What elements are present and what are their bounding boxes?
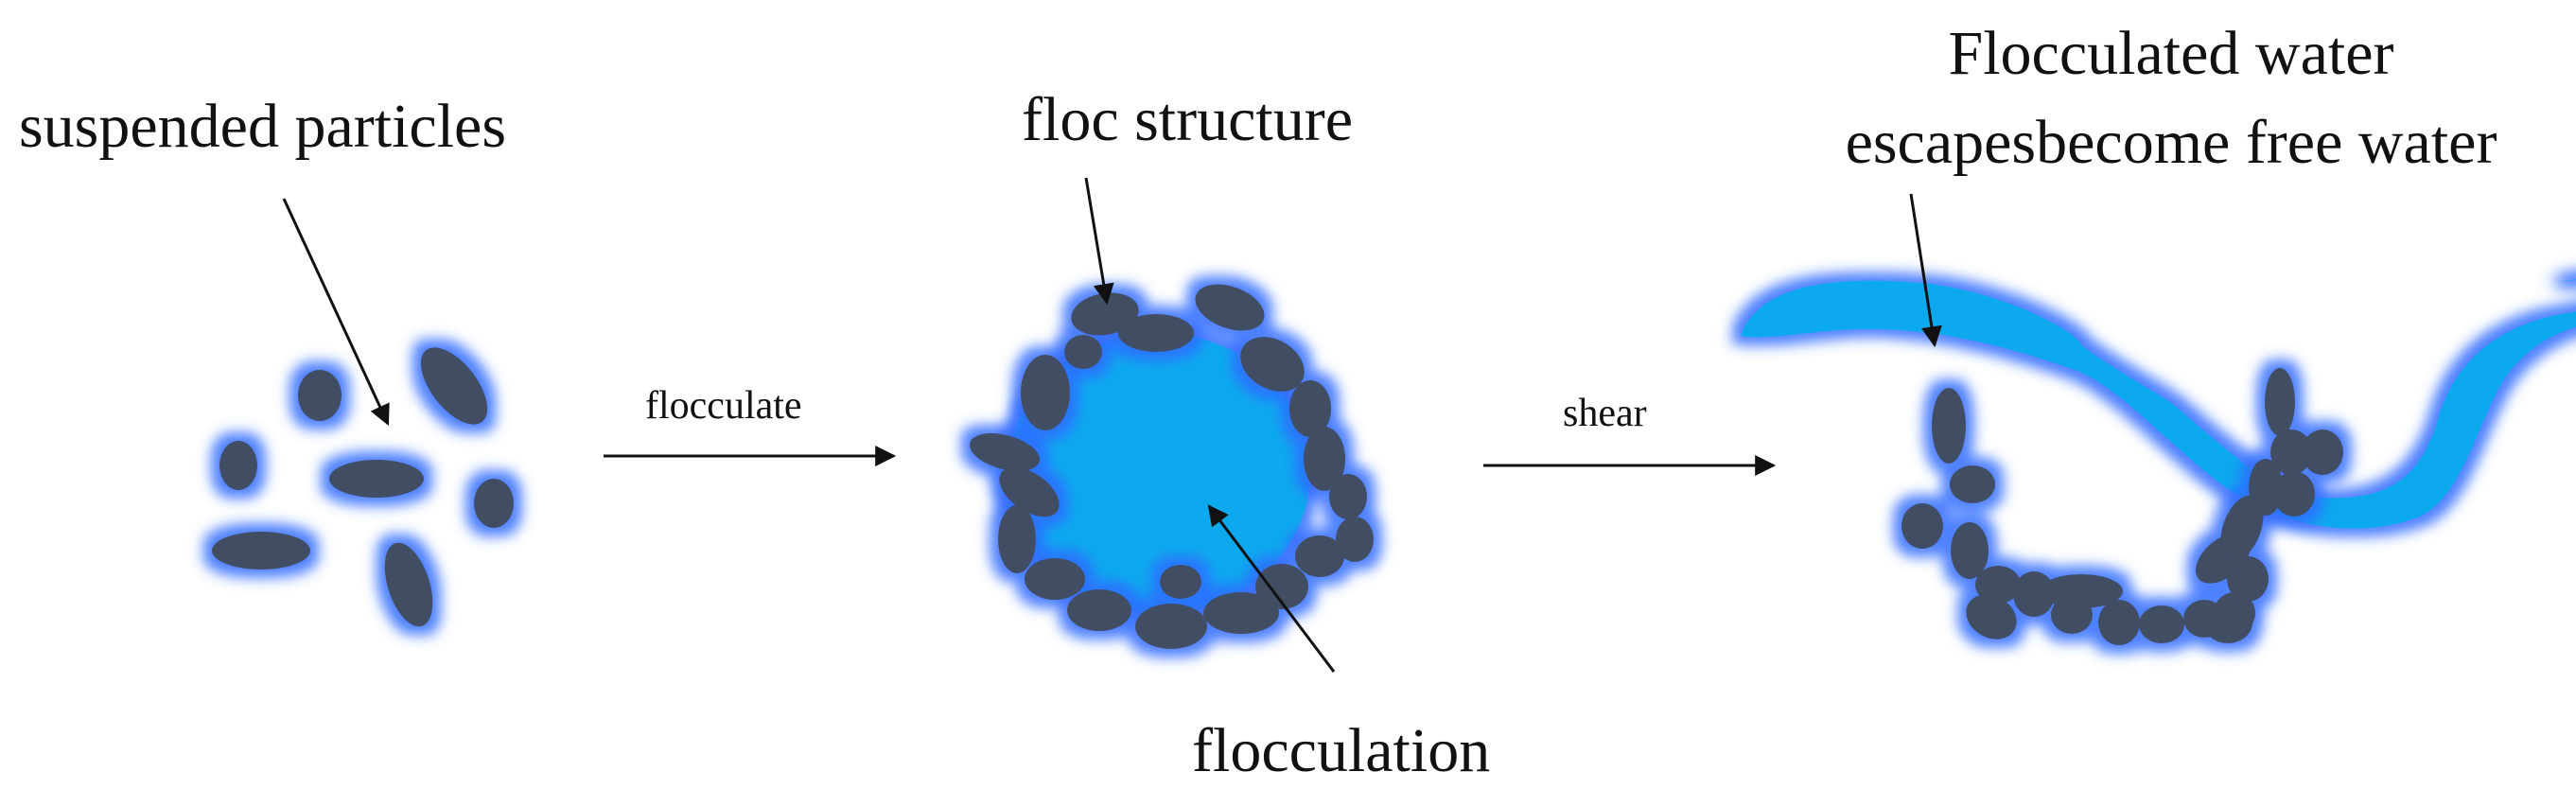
- particle: [219, 441, 257, 490]
- sheared-floc-group: [1741, 279, 2576, 645]
- particle: [1950, 465, 1995, 503]
- particle: [1932, 388, 1966, 464]
- floc-structure-group: [970, 284, 1374, 649]
- particle: [329, 460, 424, 498]
- particle: [2098, 600, 2140, 645]
- particle: [1067, 589, 1131, 631]
- label-flocculation: flocculation: [1192, 716, 1490, 785]
- suspended-particles-group: [212, 347, 514, 627]
- label-flocculate: flocculate: [645, 384, 802, 428]
- label-flocculated-water-line2: escapesbecome free water: [1846, 108, 2497, 177]
- particle: [1135, 604, 1207, 649]
- particle: [298, 370, 342, 421]
- particle: [1118, 314, 1194, 352]
- particle: [1064, 335, 1102, 369]
- particle: [2273, 471, 2315, 517]
- particle: [1160, 565, 1201, 599]
- particle: [2302, 430, 2343, 475]
- particle: [2139, 605, 2184, 643]
- particle: [2265, 368, 2295, 436]
- particle: [1025, 558, 1085, 600]
- particle: [1289, 380, 1331, 437]
- particle: [384, 542, 433, 627]
- label-floc-structure: floc structure: [1022, 85, 1353, 154]
- free-water-stream: [1741, 279, 2576, 529]
- particle: [2203, 602, 2252, 643]
- particle: [1304, 427, 1345, 491]
- pointer-free-water-arrow: [1909, 193, 1942, 348]
- particle: [1951, 522, 1989, 579]
- particle: [1240, 337, 1305, 392]
- pointer-floc-structure-arrow: [1084, 177, 1114, 306]
- floc-core-water: [1008, 333, 1310, 613]
- particle: [1021, 355, 1070, 430]
- particle: [999, 466, 1060, 517]
- particle: [1901, 503, 1943, 549]
- particle: [1255, 564, 1308, 609]
- particle: [1975, 566, 2021, 604]
- particle: [1295, 535, 1344, 577]
- particle: [1195, 284, 1265, 331]
- particle: [2013, 571, 2055, 617]
- floc-ring-particles: [970, 284, 1374, 649]
- particle: [970, 433, 1040, 471]
- particle: [1336, 517, 1374, 562]
- particle: [2249, 459, 2283, 516]
- particle: [420, 347, 488, 425]
- particle: [212, 532, 310, 570]
- particle: [1966, 594, 2017, 640]
- broken-floc-particles: [1901, 368, 2343, 645]
- label-shear: shear: [1563, 392, 1647, 435]
- particle: [1203, 592, 1279, 634]
- label-flocculated-water-line1: Flocculated water: [1949, 19, 2394, 88]
- particle: [2040, 574, 2123, 608]
- particle: [2270, 430, 2312, 475]
- pointer-suspended-particles-arrow: [282, 198, 390, 426]
- arrows: [282, 177, 1942, 673]
- particle: [474, 479, 514, 528]
- particle: [2220, 495, 2264, 561]
- particle: [1071, 292, 1139, 336]
- particle: [998, 505, 1036, 573]
- pointer-flocculation-arrow: [1207, 504, 1336, 673]
- label-suspended-particles: suspended particles: [19, 92, 506, 161]
- particle: [1329, 474, 1367, 519]
